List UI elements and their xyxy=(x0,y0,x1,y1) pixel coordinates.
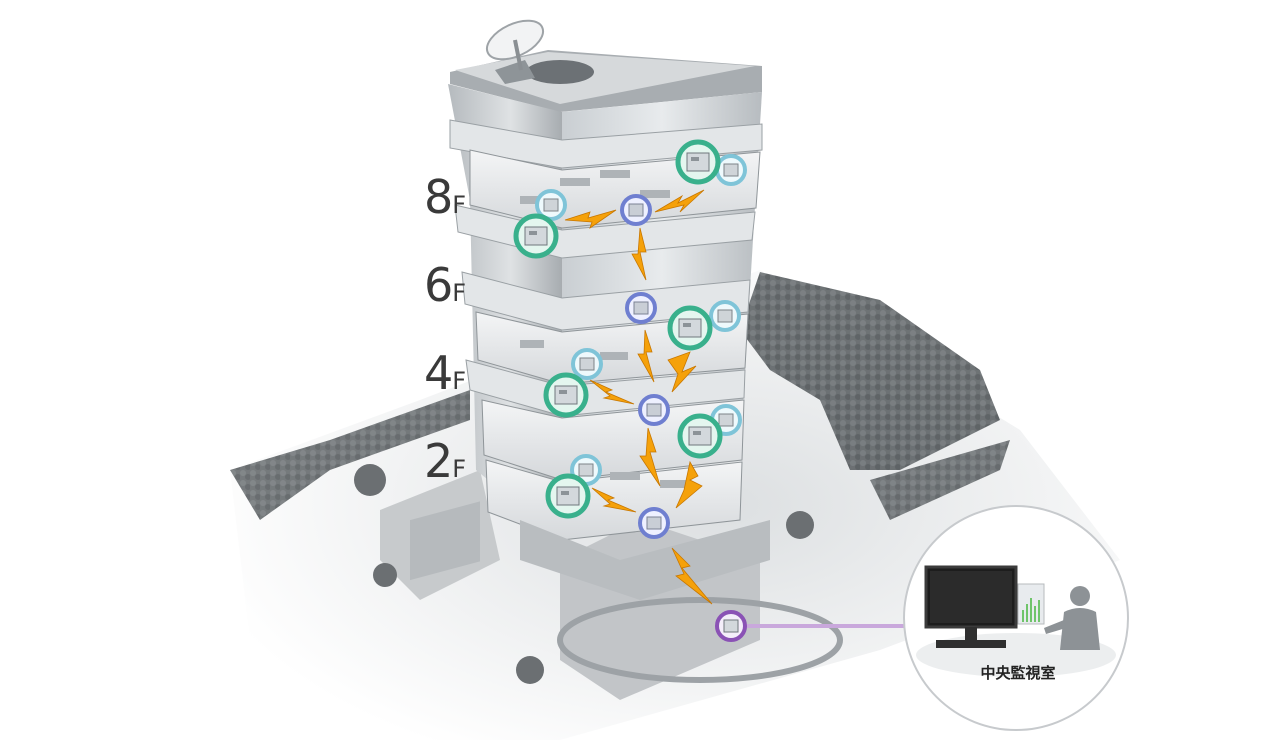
lightning-bolt-icon xyxy=(564,209,617,230)
floor-label-2f: 2F xyxy=(424,438,466,484)
floor-number: 6 xyxy=(424,258,453,312)
floor-number: 8 xyxy=(424,170,453,224)
monitor-icon xyxy=(924,565,1018,648)
sensor-node-icon xyxy=(571,348,603,380)
floor-label-4f: 4F xyxy=(424,350,466,396)
wireless-repeater-icon xyxy=(625,292,657,324)
operator-icon xyxy=(1044,586,1100,650)
wireless-repeater-icon xyxy=(638,507,670,539)
wireless-links xyxy=(564,189,713,605)
floor-unit: F xyxy=(452,367,467,395)
lightning-bolt-icon xyxy=(671,547,713,605)
lightning-bolt-icon xyxy=(639,427,661,487)
monitoring-room xyxy=(903,505,1129,731)
wireless-repeater-icon xyxy=(638,394,670,426)
lightning-bolt-icon xyxy=(667,351,697,393)
sensor-node-icon xyxy=(535,189,567,221)
sensor-node-icon xyxy=(709,300,741,332)
lightning-bolt-icon xyxy=(631,227,647,281)
data-logger-icon xyxy=(675,139,721,185)
logger-nodes xyxy=(513,139,723,519)
floor-label-6f: 6F xyxy=(424,262,466,308)
data-logger-icon xyxy=(513,213,559,259)
data-logger-icon xyxy=(543,372,589,418)
monitoring-room-label: 中央監視室 xyxy=(980,664,1056,682)
wireless-repeater-icon xyxy=(620,194,652,226)
floor-unit: F xyxy=(452,455,467,483)
lightning-bolt-icon xyxy=(675,460,703,509)
floor-unit: F xyxy=(452,279,467,307)
floor-number: 2 xyxy=(424,434,453,488)
floor-number: 4 xyxy=(424,346,453,400)
data-logger-icon xyxy=(677,413,723,459)
floor-label-8f: 8F xyxy=(424,174,466,220)
lightning-bolt-icon xyxy=(589,379,635,405)
lightning-bolt-icon xyxy=(591,487,637,513)
floor-unit: F xyxy=(452,191,467,219)
satellite-dish-icon xyxy=(485,19,545,84)
sensor-node-icon xyxy=(715,154,747,186)
data-logger-icon xyxy=(545,473,591,519)
repeater-nodes xyxy=(620,194,670,539)
lightning-bolt-icon xyxy=(654,189,705,213)
data-logger-icon xyxy=(667,305,713,351)
gateway-icon xyxy=(715,610,747,642)
lightning-bolt-icon xyxy=(637,329,655,383)
